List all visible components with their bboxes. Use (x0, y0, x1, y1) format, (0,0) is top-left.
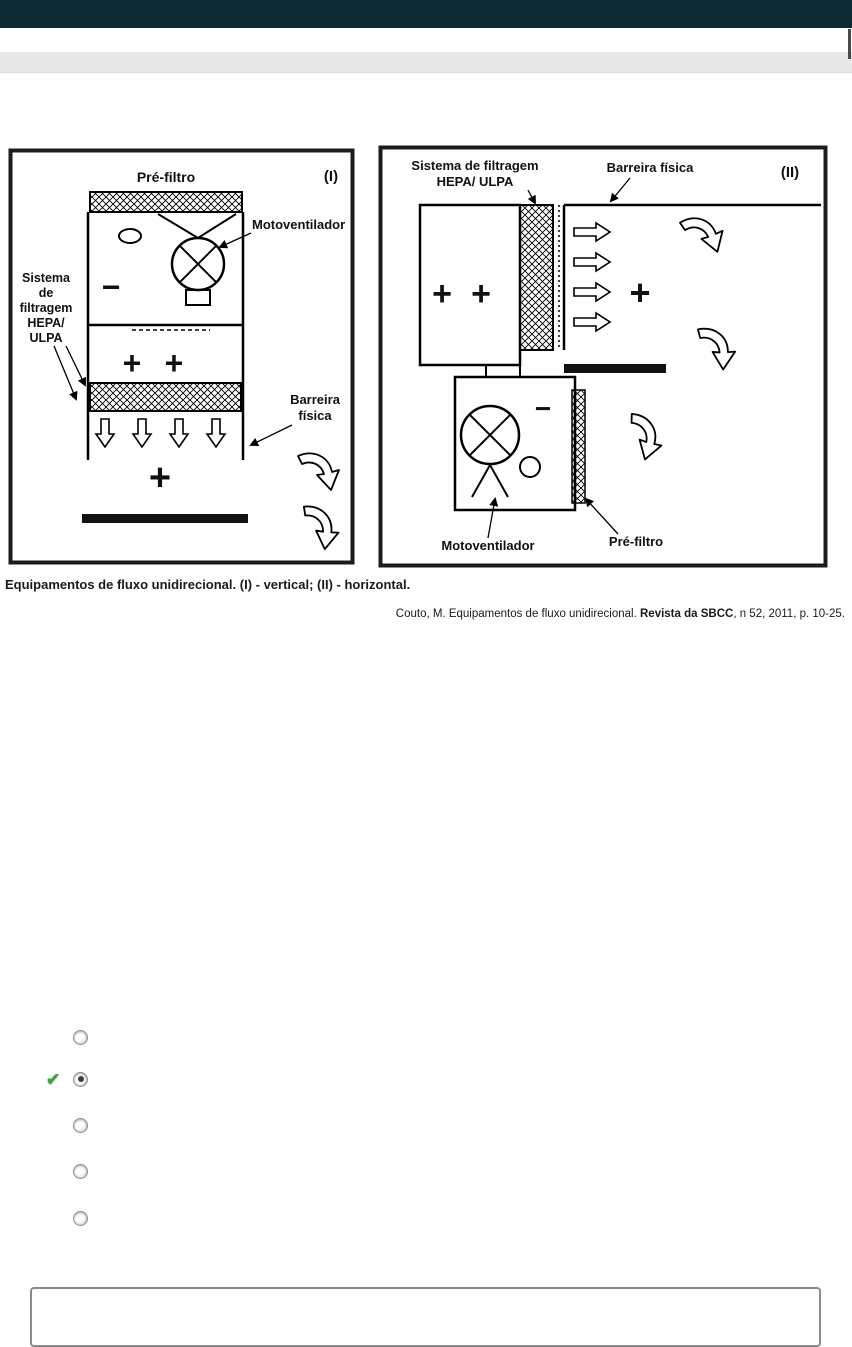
radio-button[interactable] (73, 1210, 89, 1226)
fan-label: Motoventilador (252, 217, 345, 232)
barrier-label: Barreira física (607, 160, 694, 175)
prefilter-label-arrow (584, 497, 619, 535)
barrier-label: Barreira física (290, 392, 341, 423)
answer-option[interactable]: ✔ (46, 1027, 89, 1047)
work-surface (564, 364, 666, 373)
figure-citation: Couto, M. Equipamentos de fluxo unidirec… (395, 608, 845, 620)
correct-check-icon: ✔ (46, 1069, 61, 1089)
svg-text:Barreira: Barreira (290, 392, 341, 407)
plus-symbol: + (471, 275, 491, 313)
bottom-panel (30, 1287, 821, 1347)
answer-option[interactable]: ✔ (46, 1208, 89, 1228)
fan-icon (170, 236, 226, 306)
plus-symbol: + (123, 345, 142, 381)
prefilter-element (89, 191, 243, 213)
hepa-filter-element (519, 204, 554, 351)
diagram-numeral: (I) (324, 168, 338, 185)
plus-symbol: + (165, 345, 184, 381)
fan-mount (471, 462, 509, 498)
svg-text:HEPA/: HEPA/ (27, 316, 65, 330)
svg-text:HEPA/ ULPA: HEPA/ ULPA (437, 174, 514, 189)
filter-label-arrow (53, 345, 78, 401)
hepa-filter-element (89, 382, 242, 412)
fan-icon (459, 404, 521, 466)
prefilter-element (571, 389, 586, 504)
scrollbar-thumb[interactable] (848, 29, 851, 59)
radio-button[interactable] (73, 1029, 89, 1045)
diagram-numeral: (II) (781, 164, 799, 181)
barrier-label-arrow (609, 177, 631, 203)
motor-icon (519, 456, 541, 478)
plus-symbol: + (432, 275, 452, 313)
plus-symbol: + (149, 457, 171, 499)
barrier-label-arrow (249, 424, 293, 446)
plus-symbol: + (629, 272, 650, 313)
svg-text:ULPA: ULPA (29, 331, 62, 345)
cabinet-outline (86, 212, 245, 460)
radio-button[interactable] (73, 1163, 89, 1179)
svg-text:Sistema: Sistema (22, 271, 71, 285)
filter-system-label: Sistema de filtragem HEPA/ ULPA (20, 271, 73, 345)
svg-text:Sistema de filtragem: Sistema de filtragem (411, 158, 538, 173)
prefilter-label: Pré-filtro (609, 534, 663, 549)
top-header-bar (0, 0, 852, 28)
diagram-border (378, 145, 828, 568)
fan-label: Motoventilador (441, 538, 534, 553)
fan-label-arrow (487, 497, 499, 539)
svg-text:física: física (298, 408, 332, 423)
figure-vertical-flow-diagram: Pré-filtro (I) Motoventilador − + + Sist… (8, 148, 355, 565)
filter-label-arrow (527, 189, 536, 205)
minus-symbol: − (535, 393, 551, 424)
radio-button[interactable] (73, 1071, 89, 1087)
radio-button[interactable] (73, 1117, 89, 1133)
diagram-border (8, 148, 355, 565)
motor-icon (118, 228, 142, 244)
radio-dot (77, 1076, 84, 1082)
prefilter-label: Pré-filtro (137, 169, 195, 185)
minus-symbol: − (102, 269, 121, 305)
answer-option[interactable]: ✔ (46, 1161, 89, 1181)
filter-system-label: Sistema de filtragem HEPA/ ULPA (411, 158, 538, 189)
answer-option[interactable]: ✔ (46, 1069, 89, 1089)
barrier-line (562, 203, 821, 350)
fan-label-arrow (218, 232, 252, 249)
svg-text:de: de (39, 286, 54, 300)
svg-text:filtragem: filtragem (20, 301, 73, 315)
filter-label-arrow (65, 345, 86, 387)
work-surface (82, 514, 248, 523)
figure-caption: Equipamentos de fluxo unidirecional. (I)… (5, 577, 411, 592)
toolbar-strip (0, 52, 852, 73)
answer-option[interactable]: ✔ (46, 1115, 89, 1135)
figure-horizontal-flow-diagram: Sistema de filtragem HEPA/ ULPA Barreira… (378, 145, 828, 568)
